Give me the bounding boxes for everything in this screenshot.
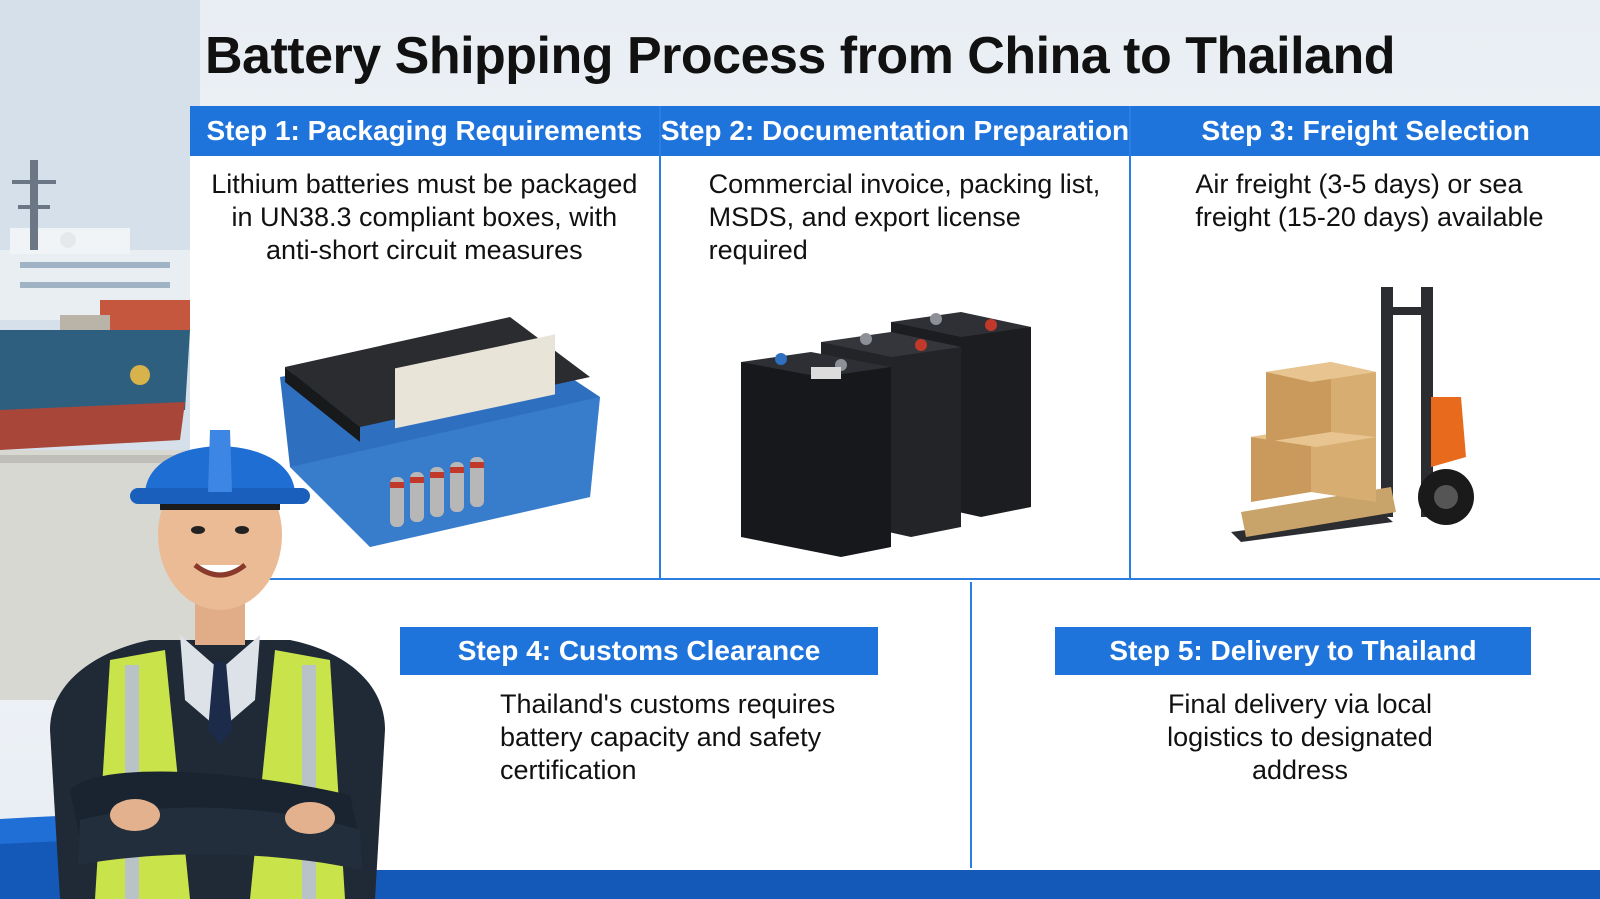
forklift-boxes-icon <box>1131 287 1600 572</box>
battery-cells-icon <box>661 297 1130 572</box>
watermark: ⋯ <box>1536 803 1560 828</box>
step-4-text: Thailand's customs requires battery capa… <box>500 689 836 785</box>
step-2-text: Commercial invoice, packing list, MSDS, … <box>708 169 1101 265</box>
step-3-card: Step 3: Freight Selection Air freight (3… <box>1131 106 1600 578</box>
step-2-card: Step 2: Documentation Preparation Commer… <box>660 106 1132 578</box>
battery-pack-box-icon <box>190 297 659 572</box>
step-1-card: Step 1: Packaging Requirements Lithium b… <box>190 106 661 578</box>
step-4-header: Step 4: Customs Clearance <box>400 627 878 675</box>
step-1-text: Lithium batteries must be packaged in UN… <box>211 169 638 265</box>
worker-illustration <box>50 430 385 899</box>
step-1-header: Step 1: Packaging Requirements <box>190 106 659 156</box>
step-5-header: Step 5: Delivery to Thailand <box>1055 627 1531 675</box>
page-title: Battery Shipping Process from China to T… <box>205 27 1396 85</box>
step-5-text: Final delivery via local logistics to de… <box>1167 689 1433 785</box>
step-3-text: Air freight (3-5 days) or sea freight (1… <box>1195 169 1544 232</box>
step-3-header: Step 3: Freight Selection <box>1131 106 1600 156</box>
bottom-divider <box>970 582 972 868</box>
top-steps-panel: Step 1: Packaging Requirements Lithium b… <box>190 106 1600 580</box>
port-background <box>0 0 200 700</box>
step-2-header: Step 2: Documentation Preparation <box>660 106 1130 156</box>
